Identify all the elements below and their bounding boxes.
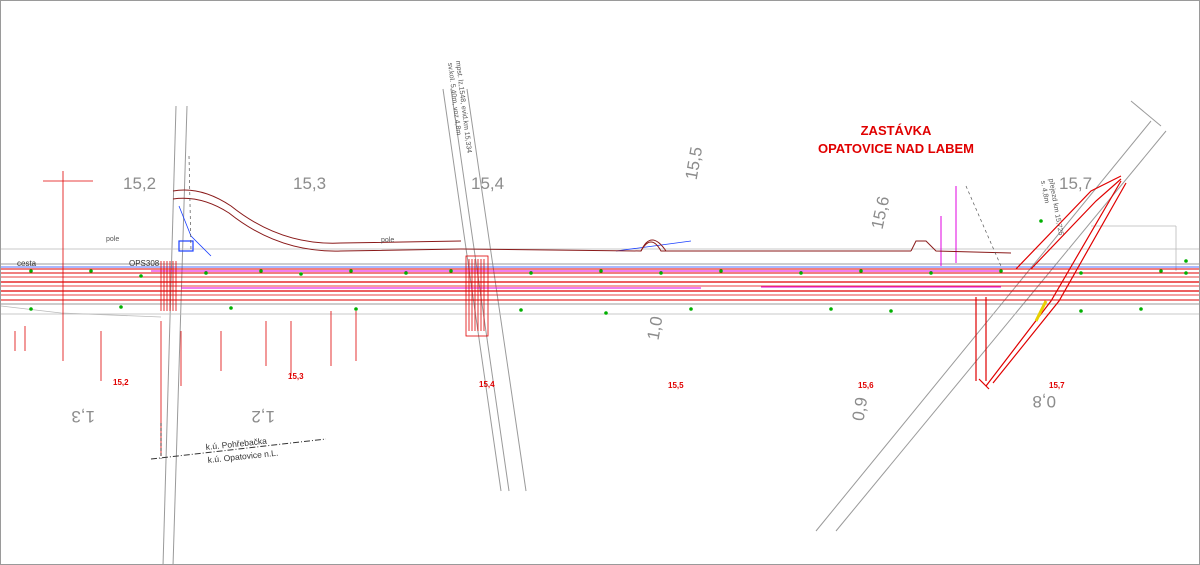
- label-pole-2: pole: [381, 237, 394, 244]
- chainage-red-15-6: 15,6: [858, 381, 874, 390]
- label-cesta: cesta: [17, 259, 37, 268]
- chainage-red-15-3: 15,3: [288, 372, 304, 381]
- chainage-red-15-2: 15,2: [113, 378, 129, 387]
- chainage-top-15-7: 15,7: [1059, 174, 1092, 193]
- cadastral-boundary: [150, 423, 327, 460]
- chainage-bottom-1-3: 1,3: [71, 407, 95, 426]
- label-ops: OPS308: [129, 259, 160, 268]
- access-road: [172, 189, 1012, 254]
- station-structure: [975, 175, 1127, 390]
- track-bundle: [1, 268, 1199, 301]
- survey-points: [29, 219, 1188, 315]
- label-right-road-2: s. 4,8m: [1039, 180, 1050, 204]
- dashed-lines: [188, 155, 1002, 267]
- crossing-hatch-1: [160, 261, 177, 311]
- chainage-bottom-1-0: 1,0: [644, 315, 667, 342]
- chainage-bottom-0-9: 0,9: [849, 396, 872, 423]
- station-yellow-mark: [1034, 300, 1048, 322]
- chainage-top-15-5: 15,5: [682, 145, 706, 181]
- label-pole: pole: [106, 236, 119, 243]
- chainage-top-15-6: 15,6: [868, 194, 893, 230]
- title-line-1: ZASTÁVKA: [861, 123, 932, 138]
- chainage-top-15-3: 15,3: [293, 174, 326, 193]
- track-grey-lines: [1, 263, 1199, 305]
- crossing-hatch-2: [465, 255, 489, 337]
- chainage-red-15-5: 15,5: [668, 381, 684, 390]
- title-line-2: OPATOVICE NAD LABEM: [818, 141, 974, 156]
- blue-lines: [1, 205, 1199, 268]
- chainage-top-15-4: 15,4: [471, 174, 504, 193]
- chainage-top-15-2: 15,2: [123, 174, 156, 193]
- chainage-red-15-7: 15,7: [1049, 381, 1065, 390]
- chainage-red-15-4: 15,4: [479, 380, 495, 389]
- chainage-bottom-0-8: 0,8: [1032, 392, 1056, 411]
- chainage-bottom-1-2: 1,2: [251, 407, 275, 426]
- blue-building: [178, 240, 194, 252]
- guide-lines: [1, 225, 1199, 318]
